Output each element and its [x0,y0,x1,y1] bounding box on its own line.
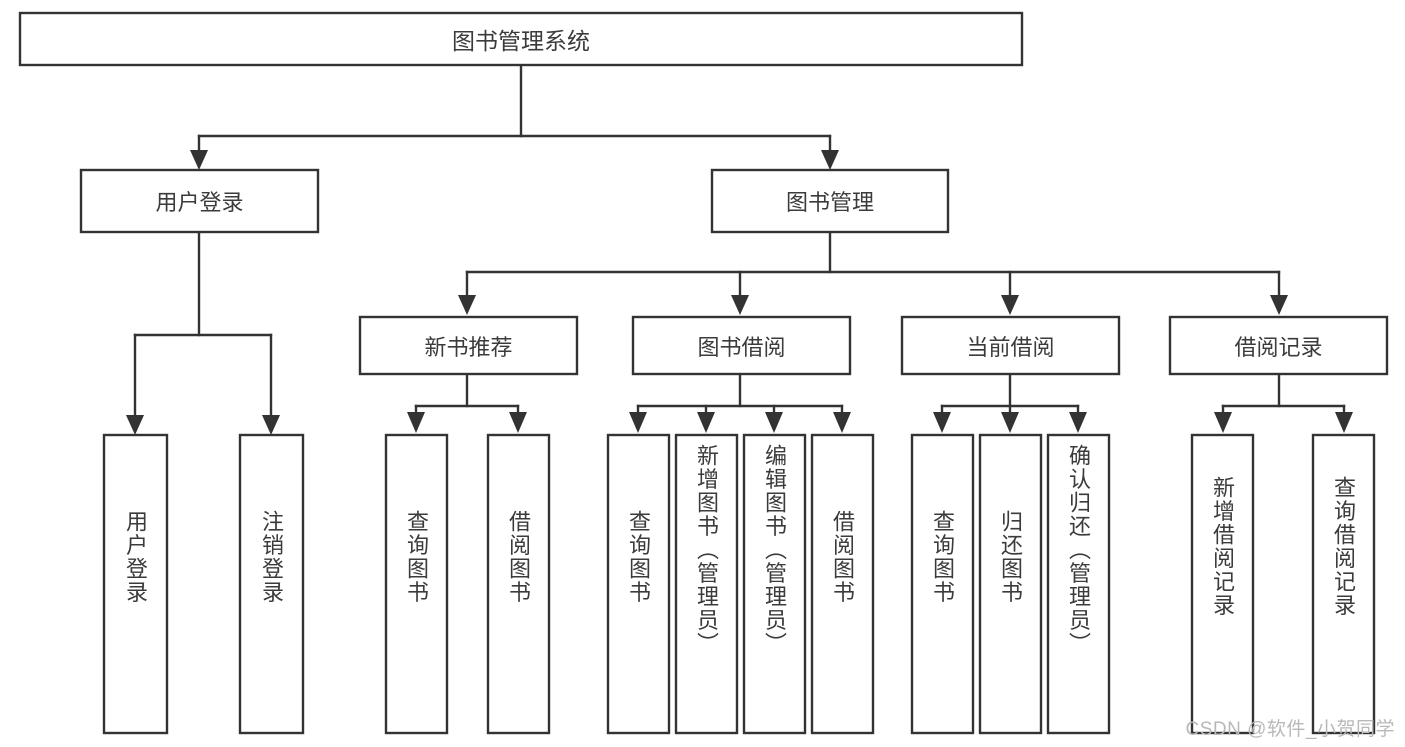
watermark-text: CSDN @软件_小贺同学 [1185,719,1395,740]
arrow-head-borrow-record-leaf-0 [1214,412,1232,433]
arrow-head-borrow-record [1270,295,1288,315]
arrow-head-new-book [458,295,476,315]
arrow-head-book-borrow-leaf-1 [697,412,715,433]
arrow-head-book-borrow-leaf-3 [833,412,851,433]
node-box-user-login[interactable] [79,168,320,234]
arrow-head-book-borrow [731,295,749,315]
node-box-leaf-user-login-0[interactable] [102,433,169,735]
arrow-head-user-login-leaf-0 [126,415,144,435]
node-box-title[interactable] [18,11,1024,67]
arrow-head-book-borrow-leaf-2 [765,412,783,433]
node-box-leaf-book-borrow-2[interactable] [742,433,807,735]
node-box-leaf-user-login-1[interactable] [238,433,305,735]
node-box-leaf-new-book-1[interactable] [486,433,551,735]
node-box-current-borrow[interactable] [900,315,1121,376]
node-box-leaf-current-borrow-1[interactable] [978,433,1043,735]
node-box-book-management[interactable] [710,168,950,234]
connector-group-borrow-record [1214,372,1353,433]
node-box-leaf-borrow-record-0[interactable] [1190,433,1255,735]
node-box-leaf-current-borrow-0[interactable] [910,433,975,735]
node-box-book-borrow[interactable] [631,315,852,376]
arrow-head-current-borrow [1001,295,1019,315]
arrow-head-user-login-leaf-1 [262,415,280,435]
arrow-head-book-borrow-leaf-0 [629,412,647,433]
arrow-head-current-borrow-leaf-0 [933,412,951,433]
node-box-leaf-book-borrow-3[interactable] [810,433,875,735]
connector-group-book-borrow [629,372,851,433]
arrow-head-user-login [190,150,208,170]
node-box-leaf-book-borrow-0[interactable] [606,433,671,735]
node-box-leaf-borrow-record-1[interactable] [1311,433,1376,735]
connector-group-current-borrow [933,372,1087,433]
node-box-leaf-current-borrow-2[interactable] [1046,433,1111,735]
connector-group-user-login [126,230,280,435]
connector-group-book-mgmt [458,230,1288,315]
connector-group-root [190,64,839,170]
arrow-head-new-book-leaf-1 [509,412,527,433]
node-box-borrow-record[interactable] [1168,315,1389,376]
arrow-head-current-borrow-leaf-2 [1069,412,1087,433]
arrow-head-book-mgmt [821,150,839,170]
arrow-head-borrow-record-leaf-1 [1335,412,1353,433]
arrow-head-new-book-leaf-0 [407,412,425,433]
connector-group-new-book [407,372,527,433]
node-box-leaf-book-borrow-1[interactable] [674,433,739,735]
node-box-new-book-recommend[interactable] [358,315,579,376]
node-box-leaf-new-book-0[interactable] [384,433,449,735]
arrow-head-current-borrow-leaf-1 [1001,412,1019,433]
